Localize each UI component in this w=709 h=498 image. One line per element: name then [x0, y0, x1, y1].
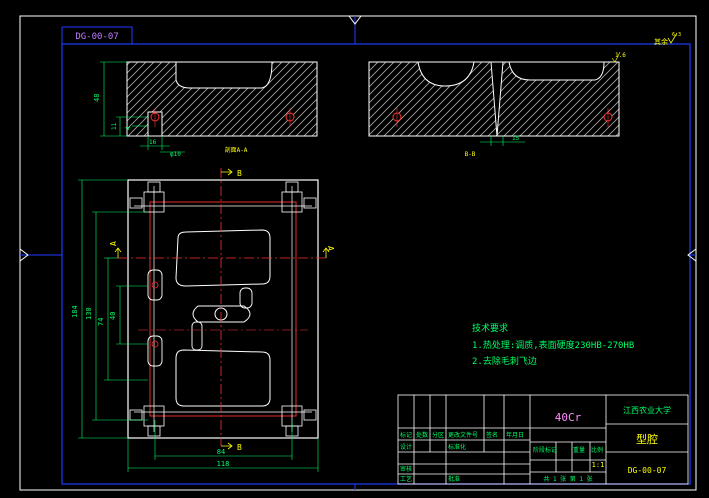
- plan-view: B B A A 184 130 74 40 84 118: [71, 168, 335, 472]
- svg-text:标准化: 标准化: [448, 443, 466, 451]
- plan-cavity-upper: [175, 229, 271, 287]
- svg-text:设计: 设计: [400, 443, 412, 451]
- plan-outline: [127, 179, 319, 439]
- svg-text:批准: 批准: [448, 475, 460, 483]
- dim-40: 40: [109, 312, 117, 320]
- title-school: 江西农业大学: [623, 405, 671, 415]
- roughness-note: 其余: [654, 37, 668, 46]
- section-marker-a-right: A: [326, 246, 335, 251]
- plan-runner-slot: [192, 305, 251, 323]
- title-part-name: 型腔: [636, 432, 658, 446]
- dim-48: 48: [93, 94, 101, 102]
- dim-15: 15: [512, 135, 520, 142]
- title-sheets: 共 1 张 第 1 张: [543, 475, 592, 483]
- plan-gate-right: [239, 287, 253, 309]
- svg-text:审核: 审核: [400, 465, 412, 473]
- dim-phi10: φ10: [170, 151, 181, 158]
- corner-guides: [129, 181, 317, 437]
- dim-184: 184: [71, 305, 79, 318]
- title-block-text: 标记 处数 分区 更改文件号 签名 年月日 设计 标准化 审核 工艺 批准 阶段…: [400, 431, 603, 483]
- title-material: 40Cr: [555, 411, 582, 424]
- title-block: [397, 394, 689, 485]
- sheet-border-inner: [61, 43, 691, 485]
- orientation-mark-left: [19, 248, 29, 262]
- drawing-number-box: [61, 26, 133, 45]
- orientation-mark-right: [687, 248, 697, 262]
- plan-gate-left: [191, 321, 203, 351]
- section-a-cavity: [175, 61, 273, 89]
- plan-cavity-lower: [175, 349, 271, 407]
- section-marker-b-bottom: B: [237, 443, 242, 452]
- orientation-mark-top: [348, 15, 362, 25]
- svg-text:年月日: 年月日: [506, 431, 524, 439]
- section-b-runner: [490, 61, 504, 137]
- section-b-cavity-right: [508, 61, 605, 81]
- dim-84: 84: [217, 448, 225, 456]
- drawing-number-top: DG-00-07: [75, 32, 118, 42]
- tech-requirements: 技术要求 1.热处理:调质,表面硬度230HB-270HB 2.去除毛刺飞边: [472, 322, 634, 367]
- roughness-symbol: 其余 6.3: [654, 32, 681, 46]
- svg-text:标记: 标记: [400, 431, 412, 439]
- svg-text:分区: 分区: [432, 431, 444, 439]
- roughness-value-small: 1.6: [615, 52, 626, 59]
- dim-74: 74: [97, 318, 105, 326]
- section-marker-b-top: B: [237, 169, 242, 178]
- plan-inner-frame: [149, 201, 297, 417]
- svg-text:比例: 比例: [591, 446, 603, 454]
- dim-130: 130: [85, 307, 93, 320]
- section-b-cavity-left: [417, 61, 475, 87]
- section-marker-a-left: A: [109, 241, 118, 246]
- tech-item-1: 1.热处理:调质,表面硬度230HB-270HB: [472, 339, 634, 351]
- dim-4: 4: [125, 126, 132, 130]
- svg-text:工艺: 工艺: [400, 475, 412, 483]
- svg-text:签名: 签名: [486, 431, 498, 439]
- svg-text:重量: 重量: [573, 446, 585, 454]
- section-a-view: 48 11 4 16 φ10 剖面A-A: [93, 61, 318, 158]
- title-code: DG-00-07: [628, 466, 667, 475]
- roughness-value: 6.3: [672, 32, 681, 38]
- section-label-a: 剖面A-A: [225, 146, 248, 154]
- svg-text:阶段标记: 阶段标记: [533, 446, 557, 454]
- dim-16: 16: [149, 139, 157, 146]
- svg-text:处数: 处数: [416, 431, 428, 439]
- tech-heading: 技术要求: [472, 322, 508, 334]
- section-label-b: B-B: [465, 151, 476, 158]
- title-scale: 1:1: [592, 461, 605, 469]
- dim-11: 11: [111, 122, 118, 130]
- svg-text:更改文件号: 更改文件号: [448, 431, 478, 439]
- dim-118: 118: [217, 460, 230, 468]
- tech-item-2: 2.去除毛刺飞边: [472, 355, 537, 367]
- sheet-border-outer: [19, 15, 697, 491]
- section-b-view: 1.6 15 B-B: [368, 51, 626, 158]
